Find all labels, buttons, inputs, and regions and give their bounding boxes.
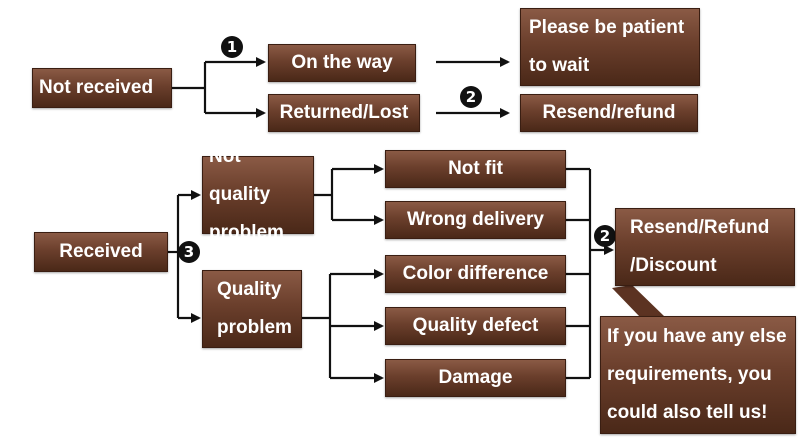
node-received: Received — [34, 232, 168, 272]
node-quality-problem: Quality problem — [202, 270, 302, 348]
step-badge-2-right: 2 — [594, 225, 616, 247]
step-badge-2-top: 2 — [460, 86, 482, 108]
node-not-received: Not received — [32, 68, 172, 108]
node-wrong-delivery: Wrong delivery — [385, 201, 566, 239]
note-bubble: If you have any else requirements, you c… — [600, 316, 796, 434]
step-badge-1: 1 — [221, 36, 243, 58]
node-not-quality-problem: Not quality problem — [202, 146, 314, 243]
node-please-wait: Please be patient to wait — [520, 8, 700, 86]
node-color-difference: Color difference — [385, 255, 566, 293]
note-bubble-pointer — [612, 285, 665, 317]
node-on-the-way: On the way — [268, 44, 416, 82]
node-not-fit: Not fit — [385, 150, 566, 188]
node-quality-defect: Quality defect — [385, 307, 566, 345]
node-returned-lost: Returned/Lost — [268, 94, 420, 132]
node-resend-refund-discount: Resend/Refund /Discount — [615, 208, 795, 286]
step-badge-3: 3 — [178, 241, 200, 263]
node-resend-refund: Resend/refund — [520, 94, 698, 132]
node-damage: Damage — [385, 359, 566, 397]
